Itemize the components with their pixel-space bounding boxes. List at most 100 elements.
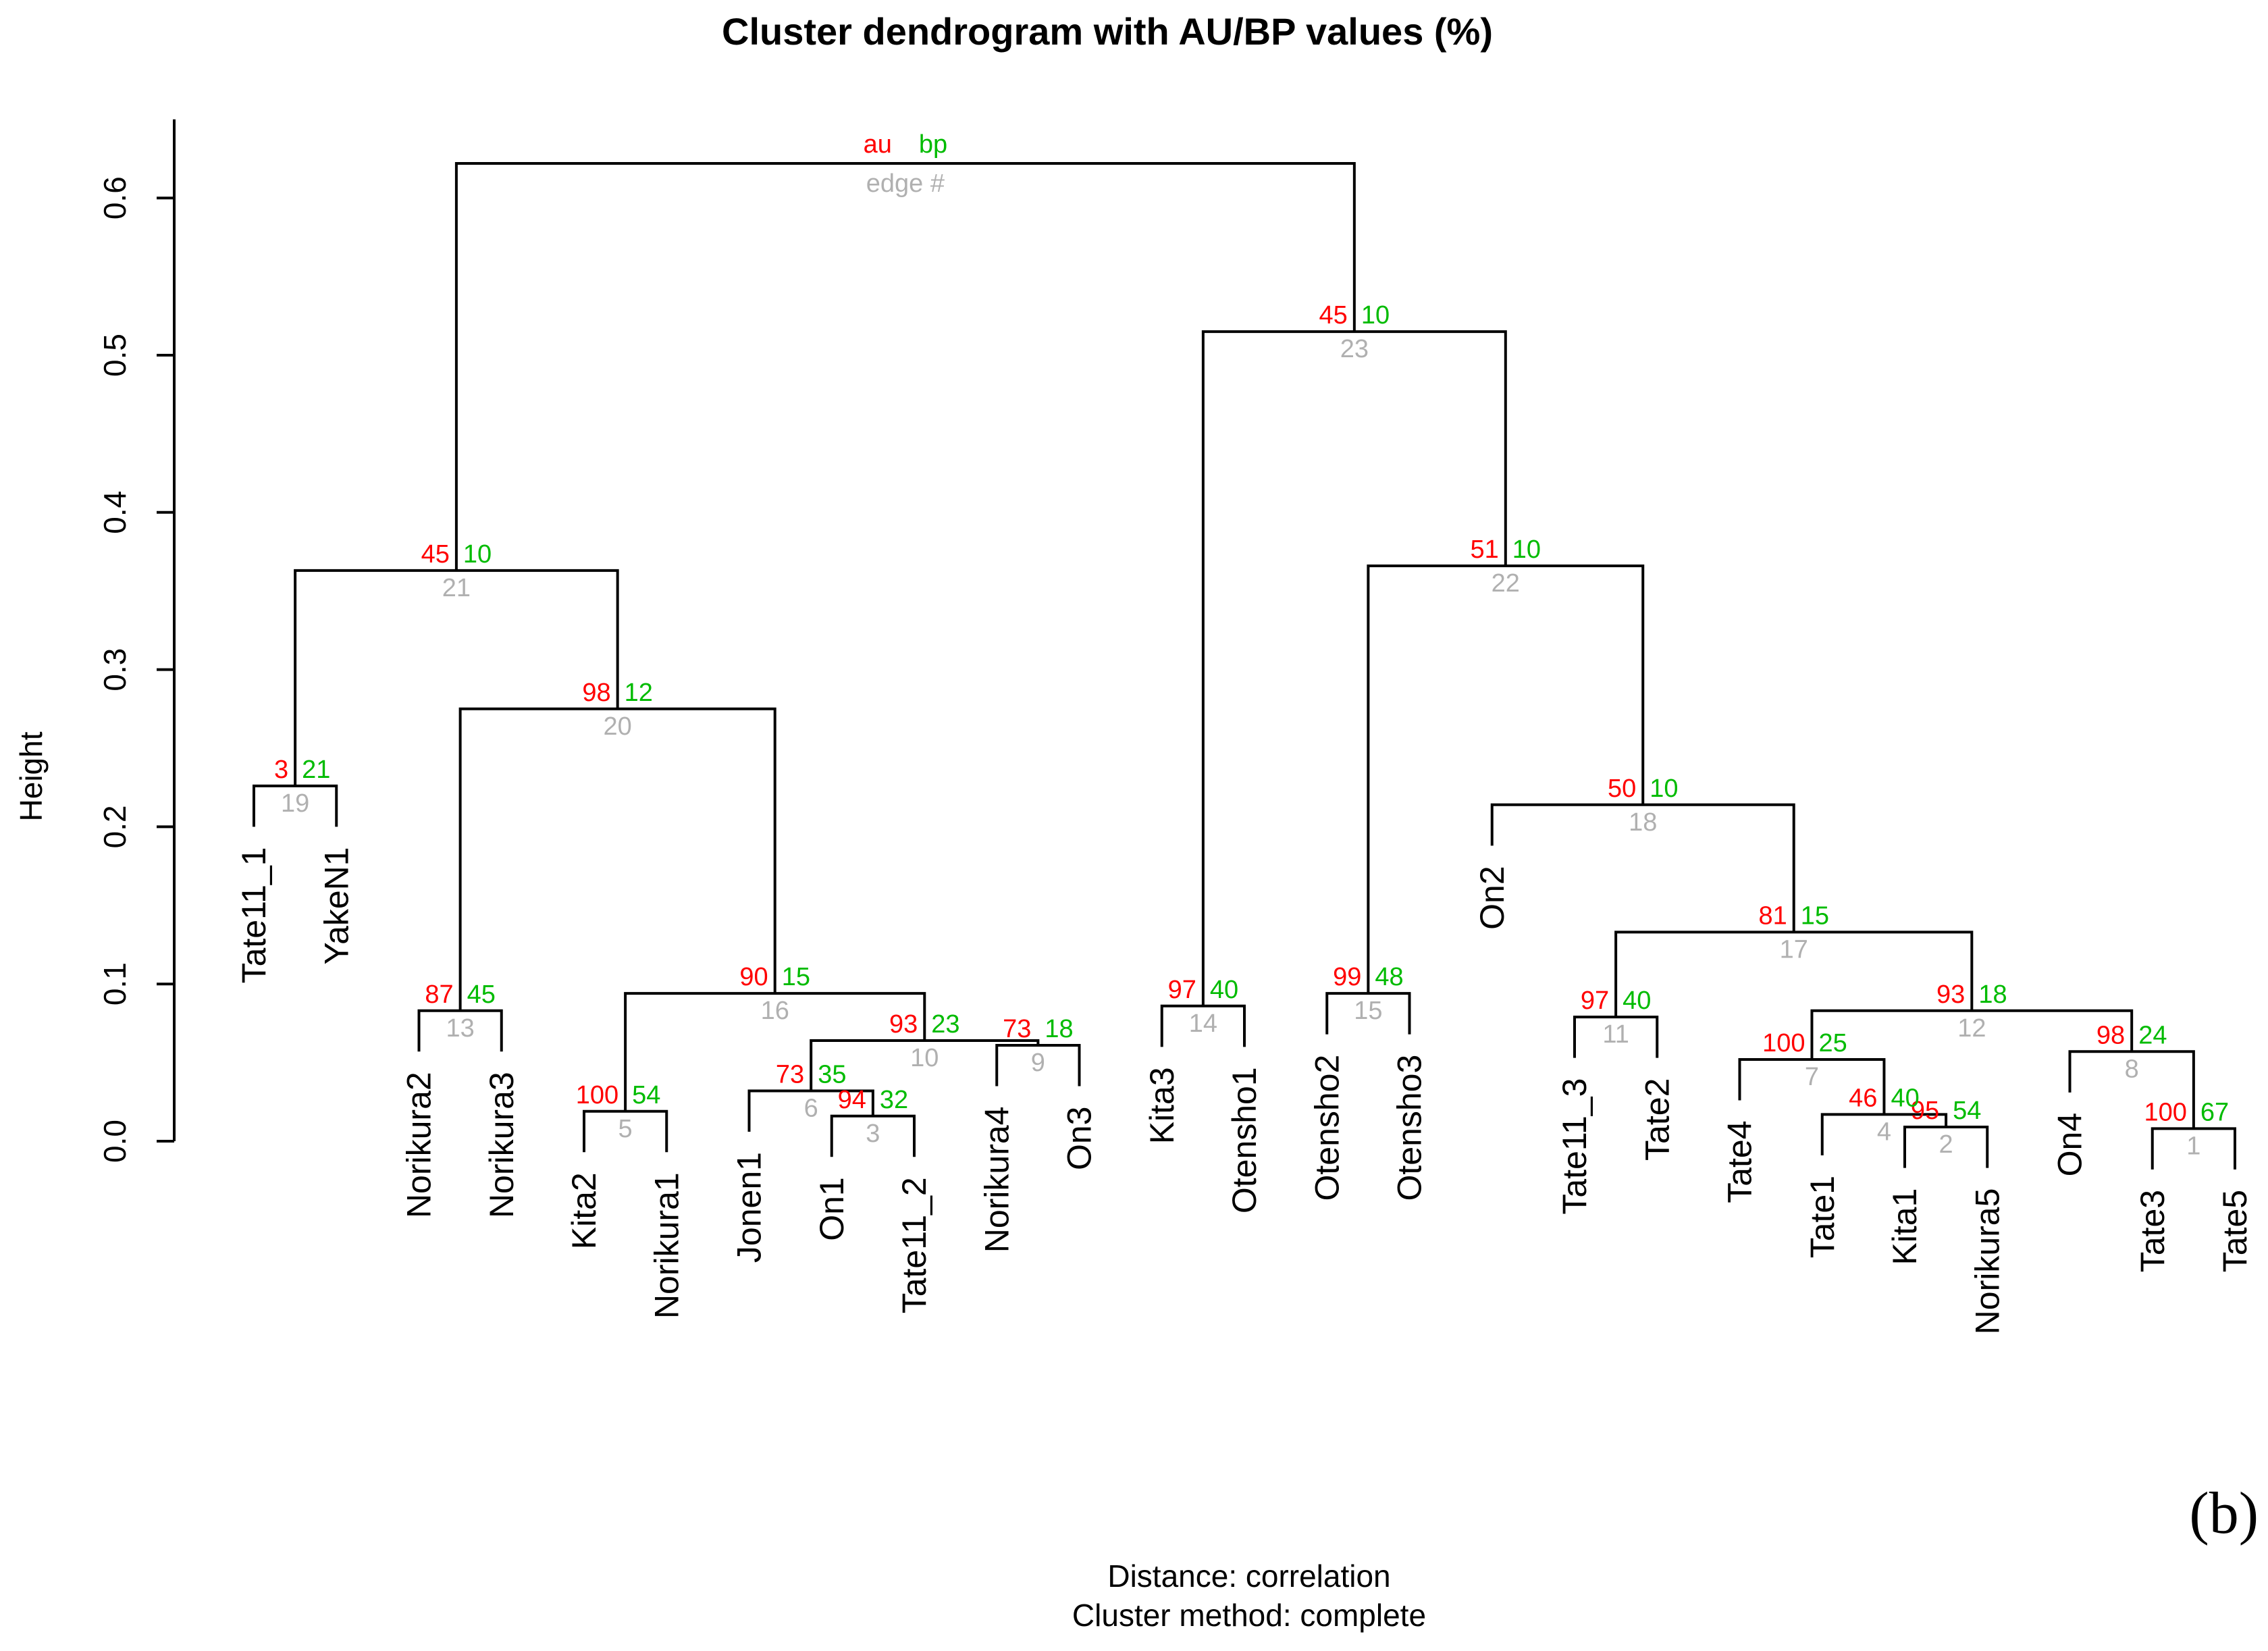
bp-value: 48 — [1375, 963, 1403, 991]
edge-number: 21 — [442, 574, 471, 602]
leaf-label: Tate11_3 — [1556, 1078, 1593, 1215]
leaf-label: Tate2 — [1638, 1078, 1676, 1161]
au-value: 95 — [1911, 1097, 1939, 1125]
edge-number: 7 — [1805, 1063, 1819, 1091]
edge-number: 12 — [1957, 1014, 1986, 1043]
bp-value: 67 — [2200, 1098, 2229, 1126]
y-tick-label: 0.2 — [97, 805, 132, 848]
link-edge-2 — [1903, 1126, 1989, 1168]
y-tick-label: 0.5 — [97, 334, 132, 377]
leaf-label: Tate11_2 — [895, 1177, 933, 1313]
edge-number: 13 — [446, 1014, 474, 1043]
au-value: 45 — [421, 540, 450, 569]
edge-number: 1 — [2186, 1132, 2200, 1160]
leaf-label: On4 — [2051, 1113, 2089, 1177]
bp-value: 25 — [1818, 1029, 1847, 1057]
au-value: 93 — [889, 1010, 918, 1039]
bp-value: 24 — [2138, 1021, 2167, 1049]
bp-value: 18 — [1045, 1015, 1073, 1043]
au-value: 73 — [1003, 1015, 1031, 1043]
leaf-label: Tate3 — [2134, 1190, 2171, 1272]
edge-number: 2 — [1939, 1130, 1953, 1159]
bp-value: 12 — [625, 679, 653, 707]
bp-value: 40 — [1210, 976, 1238, 1004]
link-edge-12 — [1810, 1009, 2134, 1059]
leaf-label: Kita2 — [565, 1172, 603, 1249]
y-tick-label: 0.4 — [97, 491, 132, 534]
leaf-label: Norikura4 — [978, 1107, 1016, 1253]
bp-value: 18 — [1978, 980, 2007, 1009]
leaf-label: Tate1 — [1803, 1176, 1841, 1258]
au-value: 98 — [2096, 1021, 2125, 1049]
au-value: 46 — [1849, 1084, 1877, 1112]
au-value: 94 — [838, 1086, 866, 1114]
bp-value: 54 — [1953, 1097, 1981, 1125]
leaf-label: Norikura2 — [400, 1072, 438, 1218]
au-value: 100 — [576, 1081, 618, 1109]
edge-number: 18 — [1629, 808, 1657, 837]
leaf-label: Norikura5 — [1968, 1188, 2006, 1335]
bp-value: 45 — [467, 980, 496, 1009]
link-edge-24 — [454, 161, 1356, 571]
link-edge-20 — [458, 707, 776, 1011]
bp-value: 21 — [302, 756, 330, 784]
au-value: 51 — [1471, 535, 1499, 564]
leaf-label: Norikura1 — [648, 1172, 685, 1319]
dendrogram-links — [253, 161, 2236, 1170]
edge-number: 20 — [604, 712, 632, 741]
bp-value: 23 — [931, 1010, 959, 1039]
edge-number: 16 — [761, 997, 789, 1025]
bp-value: 15 — [1801, 901, 1829, 930]
leaf-label: YakeN1 — [317, 847, 355, 964]
legend-au: au — [864, 130, 892, 159]
link-edge-18 — [1490, 803, 1795, 933]
au-value: 81 — [1758, 901, 1787, 930]
au-value: 3 — [274, 756, 288, 784]
edge-number: 15 — [1354, 997, 1382, 1025]
bp-value: 32 — [880, 1086, 908, 1114]
leaf-label: On1 — [813, 1177, 851, 1241]
link-edge-13 — [417, 1009, 503, 1052]
leaf-label: Kita3 — [1143, 1067, 1181, 1144]
footer-method: Cluster method: complete — [1072, 1598, 1426, 1633]
edge-number: 4 — [1877, 1118, 1891, 1146]
bp-value: 40 — [1891, 1084, 1919, 1112]
bp-value: 40 — [1623, 987, 1651, 1015]
au-value: 100 — [1762, 1029, 1805, 1057]
panel-label: (b) — [2189, 1481, 2259, 1546]
link-edge-23 — [1201, 330, 1507, 1006]
leaf-label: Tate11_1 — [235, 847, 273, 983]
link-edge-5 — [583, 1109, 668, 1153]
au-value: 98 — [582, 679, 610, 707]
leaf-label: Jonen1 — [731, 1152, 768, 1263]
link-edge-11 — [1573, 1016, 1659, 1058]
bp-value: 10 — [1361, 301, 1390, 330]
link-edge-16 — [624, 992, 926, 1111]
legend-bp: bp — [919, 130, 947, 159]
edge-number: 5 — [618, 1115, 633, 1143]
au-value: 100 — [2144, 1098, 2186, 1126]
bp-value: 10 — [463, 540, 492, 569]
leaf-label: On2 — [1473, 866, 1511, 930]
edge-number: 22 — [1492, 569, 1520, 598]
link-edge-17 — [1614, 931, 1974, 1018]
bp-value: 35 — [818, 1061, 846, 1089]
edge-number: 14 — [1189, 1010, 1217, 1038]
link-edge-21 — [294, 569, 619, 786]
chart-title: Cluster dendrogram with AU/BP values (%) — [722, 10, 1493, 53]
legend-edge: edge # — [866, 169, 945, 198]
y-axis-label: Height — [14, 731, 49, 821]
leaf-label: Norikura3 — [483, 1072, 521, 1218]
footer-distance: Distance: correlation — [1107, 1558, 1390, 1594]
bp-value: 15 — [782, 963, 810, 991]
bp-value: 10 — [1650, 775, 1678, 803]
au-value: 45 — [1319, 301, 1348, 330]
edge-number: 10 — [910, 1044, 939, 1072]
au-value: 87 — [425, 980, 453, 1009]
bp-value: 10 — [1512, 535, 1541, 564]
edge-number: 23 — [1340, 335, 1369, 363]
leaf-label: Otensho3 — [1391, 1055, 1429, 1201]
